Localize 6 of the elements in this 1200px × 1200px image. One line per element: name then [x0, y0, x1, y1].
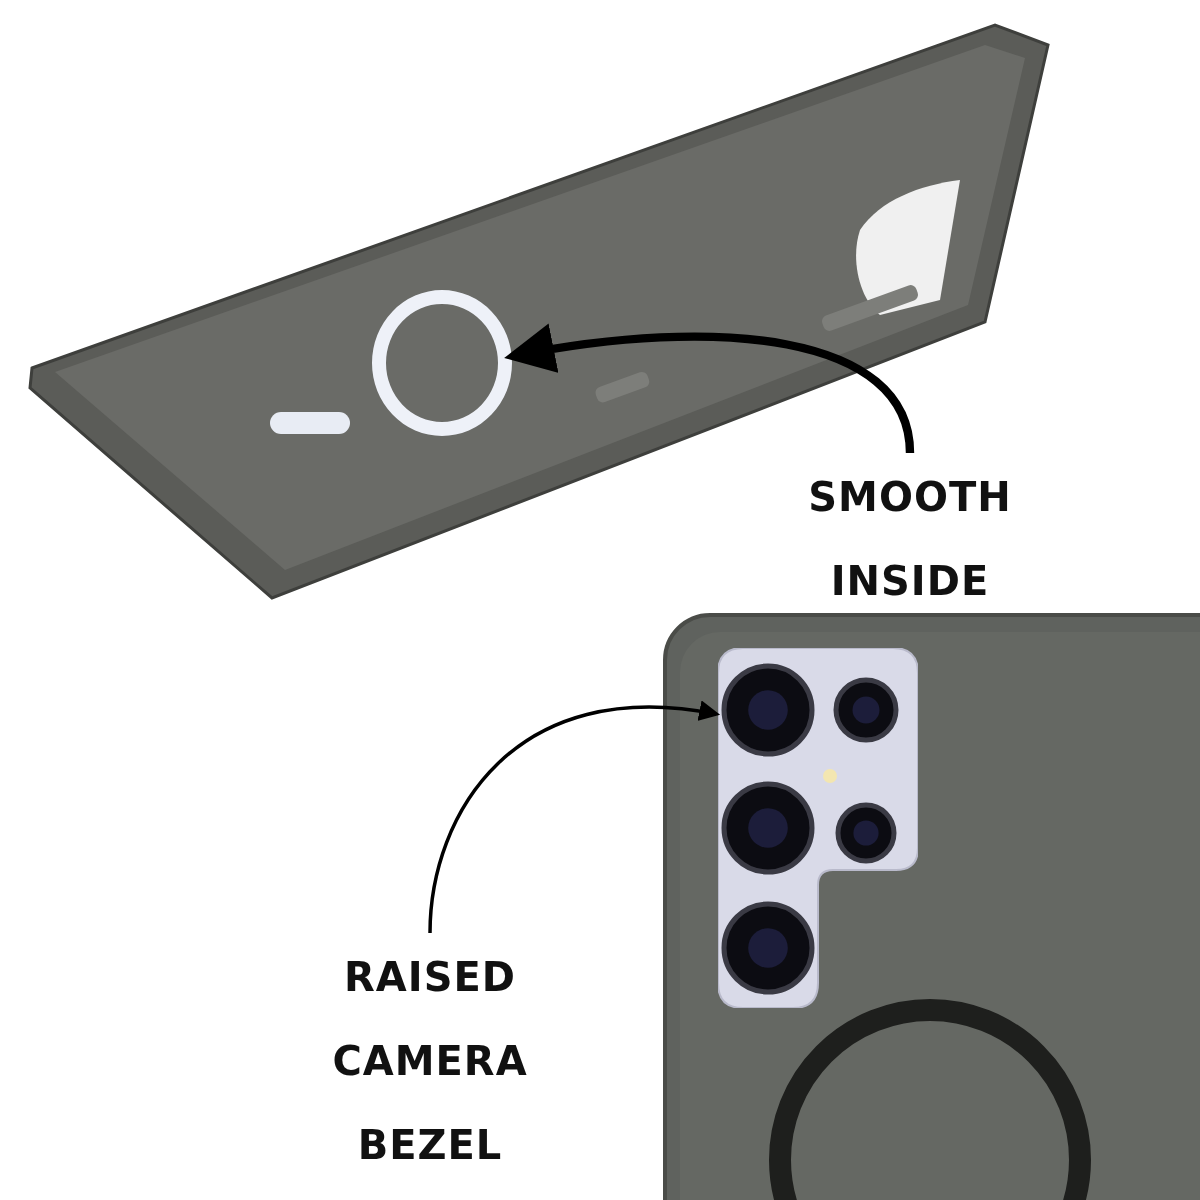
callout-text: RAISED CAMERA BEZEL: [320, 935, 540, 1187]
magnetic-ring: [372, 290, 512, 436]
arrow: [428, 701, 721, 934]
camera-bezel-drawing: [718, 648, 918, 1008]
callout-text: SMOOTH INSIDE: [790, 455, 1030, 623]
arrow: [504, 324, 915, 454]
